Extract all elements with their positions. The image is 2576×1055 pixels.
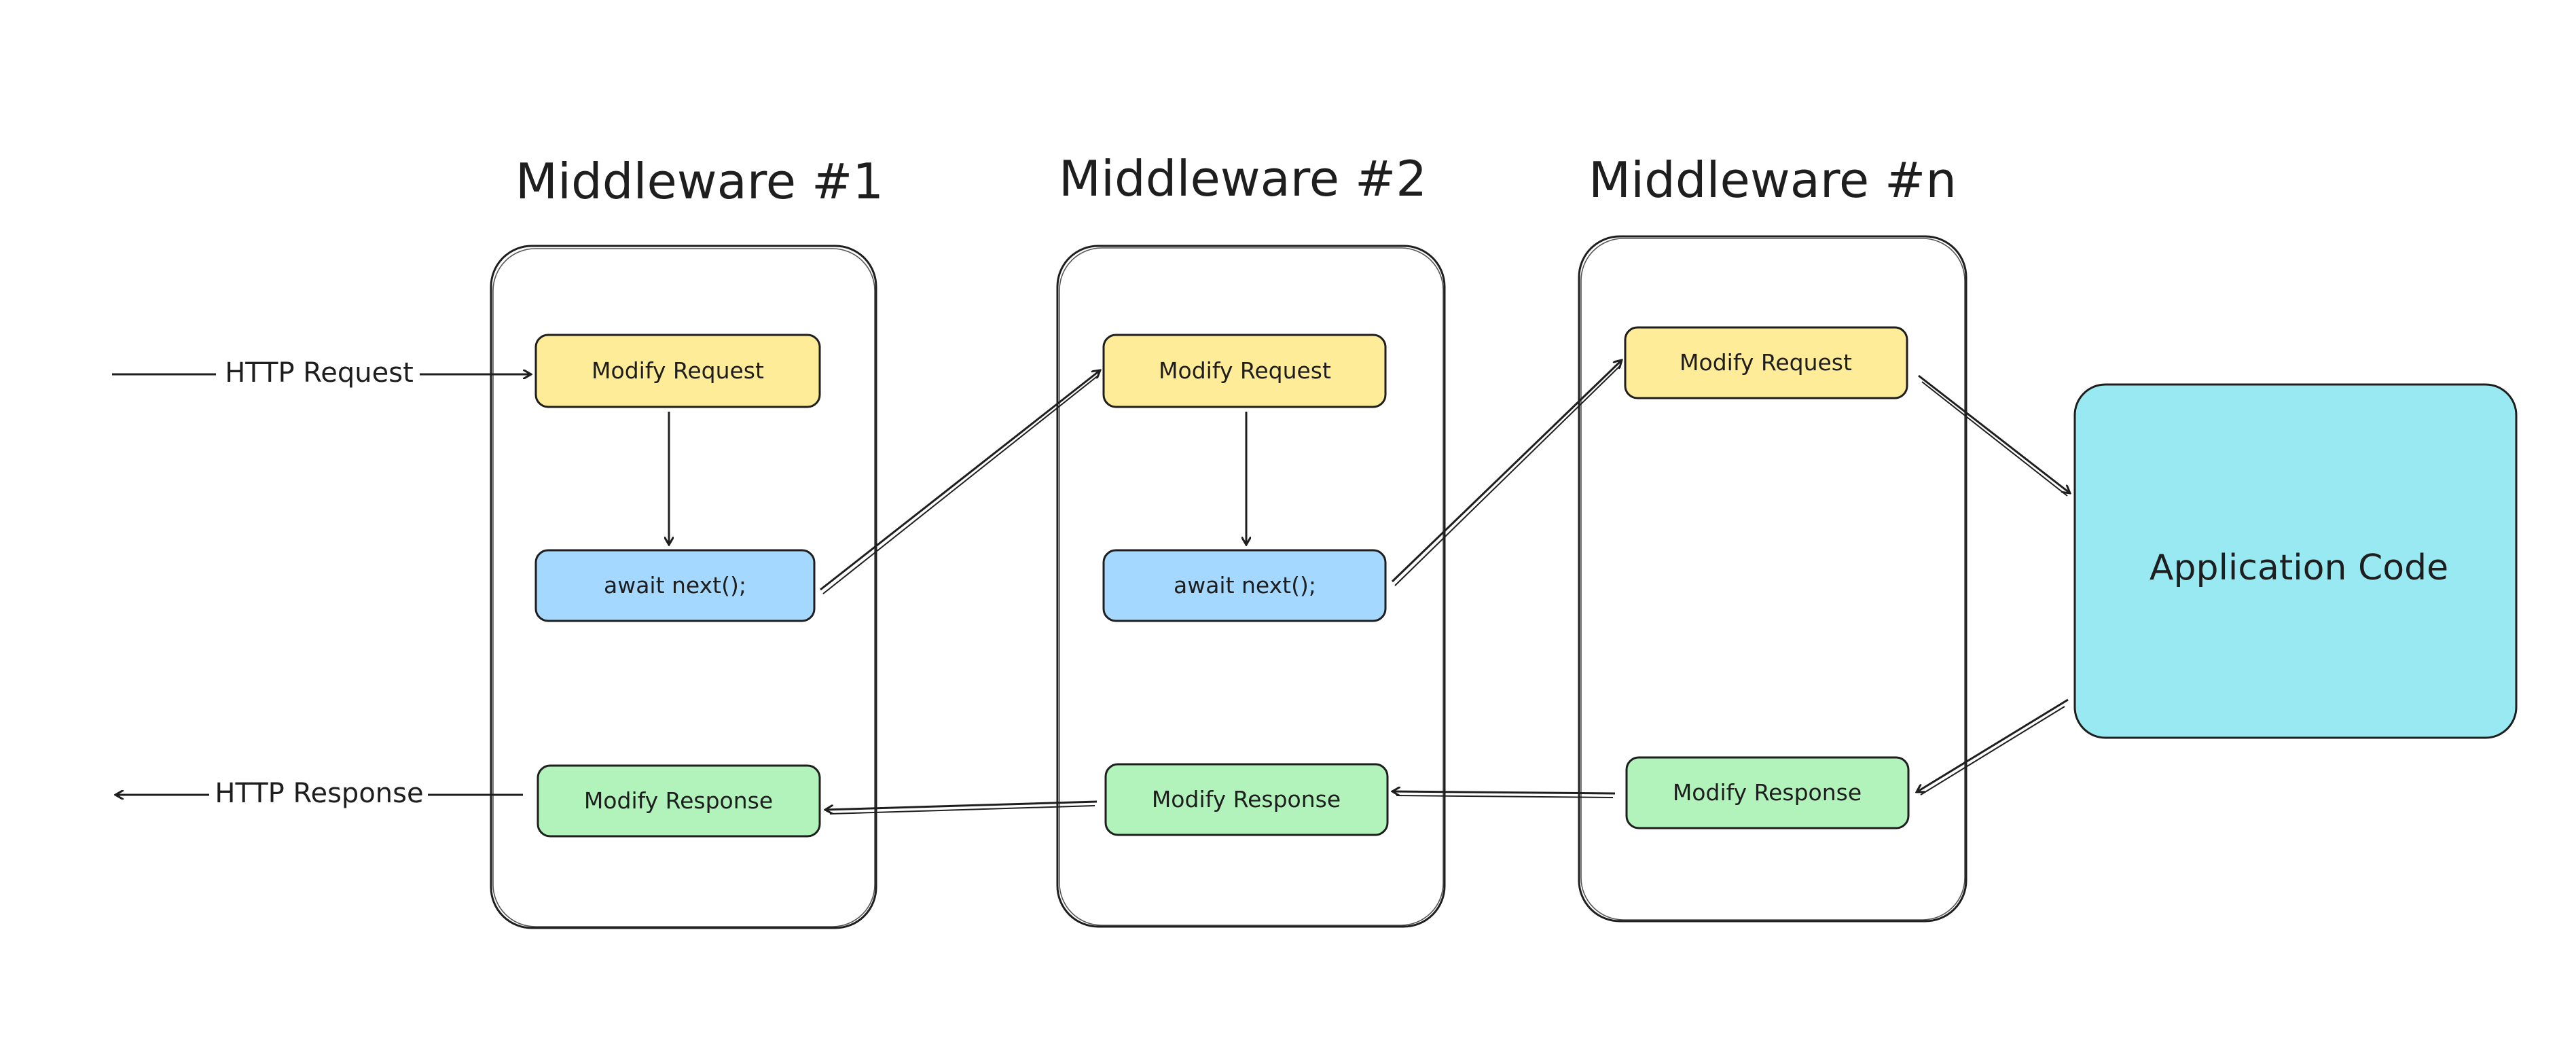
middleware-2-container — [1056, 245, 1446, 928]
arrow-mw1-next-to-mw2-request-sketch — [822, 374, 1100, 594]
middleware-n-container-sketch — [1580, 238, 1965, 920]
middleware-1-await-next-label: await next(); — [604, 572, 746, 598]
middleware-n-modify-response-label: Modify Response — [1673, 779, 1862, 806]
arrow-mwn-request-to-application-sketch — [1921, 381, 2068, 497]
middleware-1-container — [490, 245, 877, 929]
middleware-2-modify-response-label: Modify Response — [1152, 786, 1341, 812]
middleware-1-container-sketch — [492, 248, 875, 927]
http-response-flow: HTTP Response — [115, 778, 523, 809]
middleware-1-await-next-box — [534, 549, 816, 622]
arrow-mw2-response-to-mw1-response-sketch — [829, 805, 1095, 815]
middleware-1-modify-request-box — [534, 334, 821, 408]
middleware-1-modify-request-label: Modify Request — [592, 357, 764, 384]
middleware-2-title: Middleware #2 — [1059, 150, 1427, 207]
middleware-n: Middleware #n Modify Request Modify Resp… — [1578, 151, 1967, 923]
arrow-mwn-response-to-mw2-response-sketch — [1396, 795, 1614, 798]
arrow-mwn-response-to-mw2-response — [1392, 791, 1616, 793]
application-code: Application Code — [2073, 383, 2518, 739]
middleware-1-modify-response-box — [537, 764, 821, 838]
arrow-mw1-next-to-mw2-request — [820, 370, 1100, 591]
arrow-application-to-mwn-response-sketch — [1920, 706, 2065, 795]
arrow-mw2-next-to-mwn-request-sketch — [1394, 365, 1621, 586]
middleware-n-container — [1578, 235, 1967, 923]
arrow-mw2-next-to-mwn-request — [1391, 360, 1622, 583]
middleware-n-modify-response-box — [1625, 756, 1910, 829]
middleware-1: Middleware #1 Modify Request await next(… — [490, 153, 884, 929]
middleware-2-container-sketch — [1059, 247, 1444, 926]
http-request-label: HTTP Request — [225, 357, 414, 389]
arrow-mwn-request-to-application — [1918, 374, 2070, 493]
middleware-1-modify-response-label: Modify Response — [584, 787, 773, 814]
middleware-n-title: Middleware #n — [1589, 151, 1957, 209]
http-request-flow: HTTP Request — [112, 357, 531, 389]
middleware-n-modify-request-label: Modify Request — [1680, 349, 1852, 376]
arrow-mw2-response-to-mw1-response — [825, 800, 1097, 810]
middleware-2-await-next-label: await next(); — [1174, 572, 1316, 598]
middleware-1-title: Middleware #1 — [515, 153, 884, 210]
application-code-label: Application Code — [2149, 548, 2448, 588]
arrow-application-to-mwn-response — [1917, 698, 2069, 792]
middleware-2-await-next-box — [1102, 549, 1387, 622]
middleware-2: Middleware #2 Modify Request await next(… — [1056, 150, 1446, 928]
middleware-2-modify-request-box — [1102, 334, 1387, 408]
middleware-2-modify-response-box — [1104, 763, 1389, 836]
application-code-box — [2073, 383, 2518, 739]
http-response-label: HTTP Response — [215, 778, 423, 809]
middleware-n-modify-request-box — [1624, 326, 1908, 399]
middleware-2-modify-request-label: Modify Request — [1159, 357, 1331, 384]
